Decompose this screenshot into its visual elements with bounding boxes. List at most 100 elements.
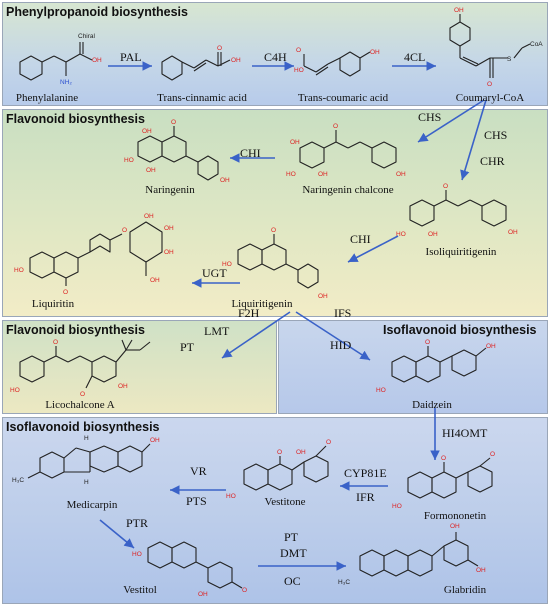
arrow-ifs-hid (295, 311, 371, 361)
atom-o: O (80, 391, 85, 398)
structure-naringenin: OH O HO OH OH (124, 119, 230, 184)
panel-flavonoid-lower (2, 320, 277, 414)
atom-oh: OH (396, 171, 406, 178)
enzyme-vr: VR (190, 464, 207, 478)
atom-oh: OH (318, 293, 328, 300)
enzyme-hi4omt: HI4OMT (442, 426, 488, 440)
compound-liquiritin: Liquiritin (31, 298, 75, 310)
atom-ho: HO (14, 267, 24, 274)
atom-oh: OH (142, 128, 152, 135)
compound-phenylalanine: Phenylalanine (15, 92, 79, 104)
arrow-chs-chalcone (417, 99, 485, 143)
atom-o: O (490, 451, 495, 458)
atom-o: O (63, 289, 68, 296)
atom-o: O (425, 339, 430, 346)
atom-s: S (507, 56, 512, 63)
panel-title-flavonoid-upper: Flavonoid biosynthesis (6, 112, 145, 126)
structure-naringenin-chalcone: O OH HO OH OH (286, 123, 406, 178)
atom-oh: OH (450, 523, 460, 530)
panel-isoflavonoid-lower (2, 417, 548, 604)
atom-ho: HO (392, 503, 402, 510)
atom-o: O (443, 183, 448, 190)
atom-oh: OH (476, 567, 486, 574)
atom-oh: OH (150, 277, 160, 284)
atom-oh: OH (150, 437, 160, 444)
atom-oh: OH (486, 343, 496, 350)
compound-trans-coumaric-acid: Trans-coumaric acid (297, 92, 389, 104)
compound-isoliquiritigenin: Isoliquiritigenin (425, 246, 497, 258)
panel-title-flavonoid-lower: Flavonoid biosynthesis (6, 323, 145, 337)
enzyme-hid: HID (330, 338, 352, 352)
atom-ho: HO (222, 261, 232, 268)
compound-liquiritigenin: Liquiritigenin (231, 298, 293, 310)
atom-h: H (84, 435, 89, 442)
atom-o: O (271, 227, 276, 234)
structure-liquiritigenin: HO O OH (222, 227, 328, 300)
compound-vestitol: Vestitol (123, 584, 157, 596)
enzyme-pts: PTS (186, 494, 207, 508)
compound-formononetin: Formononetin (423, 510, 487, 522)
arrow-chi-liquiritigenin (347, 235, 399, 263)
atom-oh: OH (508, 229, 518, 236)
atom-oh: OH (92, 57, 102, 64)
enzyme-lmt: LMT (204, 324, 230, 338)
atom-ho: HO (226, 493, 236, 500)
compound-glabridin: Glabridin (443, 584, 487, 596)
enzyme-oc: OC (284, 574, 301, 588)
structure-trans-coumaric-acid: O HO OH (294, 47, 380, 77)
atom-oh: OH (198, 591, 208, 598)
atom-oh: OH (220, 177, 230, 184)
enzyme-ugt: UGT (202, 266, 227, 280)
atom-h: H (84, 479, 89, 486)
compound-medicarpin: Medicarpin (66, 499, 118, 511)
atom-oh: OH (454, 7, 464, 14)
structure-isoliquiritigenin: O HO OH OH (396, 183, 518, 238)
arrow-chs-chr (460, 99, 487, 181)
structure-medicarpin: H₃C H H OH (12, 435, 160, 486)
enzyme-chs-1: CHS (418, 110, 442, 124)
atom-o: O (217, 45, 222, 52)
atom-h3c: H₃C (12, 477, 24, 484)
atom-oh: OH (118, 383, 128, 390)
panel-isoflavonoid-upper (278, 320, 548, 414)
enzyme-pt-1: PT (180, 340, 195, 354)
atom-o: O (242, 587, 247, 594)
panel-phenylpropanoid (2, 2, 548, 106)
structure-formononetin: O HO O (392, 451, 495, 510)
atom-oh: OH (370, 49, 380, 56)
atom-ho: HO (396, 231, 406, 238)
compound-daidzein: Daidzein (412, 399, 452, 411)
atom-o: O (53, 339, 58, 346)
atom-ho: HO (376, 387, 386, 394)
panel-title-phenylpropanoid: Phenylpropanoid biosynthesis (6, 5, 188, 19)
atom-coa: CoA (530, 41, 543, 48)
atom-ho: HO (10, 387, 20, 394)
atom-ho: HO (286, 171, 296, 178)
structure-coumaryl-coa: OH O S CoA (449, 7, 543, 88)
arrow-lmt-pt-f2h (221, 311, 291, 359)
enzyme-ptr: PTR (126, 516, 149, 530)
atom-chiral-label: Chiral (78, 33, 96, 40)
enzyme-chs-2: CHS (484, 128, 508, 142)
atom-o: O (296, 47, 301, 54)
enzyme-pal: PAL (120, 50, 142, 64)
structure-licochalcone-a: O HO OH O (10, 339, 151, 398)
enzyme-cyp81e: CYP81E (344, 466, 387, 480)
panel-title-isoflavonoid-upper: Isoflavonoid biosynthesis (383, 323, 537, 337)
enzyme-ifs: IFS (334, 306, 352, 320)
enzyme-ifr: IFR (356, 490, 375, 504)
atom-oh: OH (146, 167, 156, 174)
structure-vestitol: HO OH O (132, 541, 247, 598)
atom-o: O (333, 123, 338, 130)
panel-flavonoid-upper (2, 109, 548, 317)
structure-daidzein: O HO OH (376, 339, 496, 394)
enzyme-chi-2: CHI (350, 232, 371, 246)
atom-oh: OH (164, 225, 174, 232)
enzyme-chi-1: CHI (240, 146, 261, 160)
structure-phenylalanine: Chiral OH NH₂ (19, 33, 102, 86)
atom-o: O (326, 439, 331, 446)
atom-o: O (441, 455, 446, 462)
compound-naringenin: Naringenin (145, 184, 195, 196)
